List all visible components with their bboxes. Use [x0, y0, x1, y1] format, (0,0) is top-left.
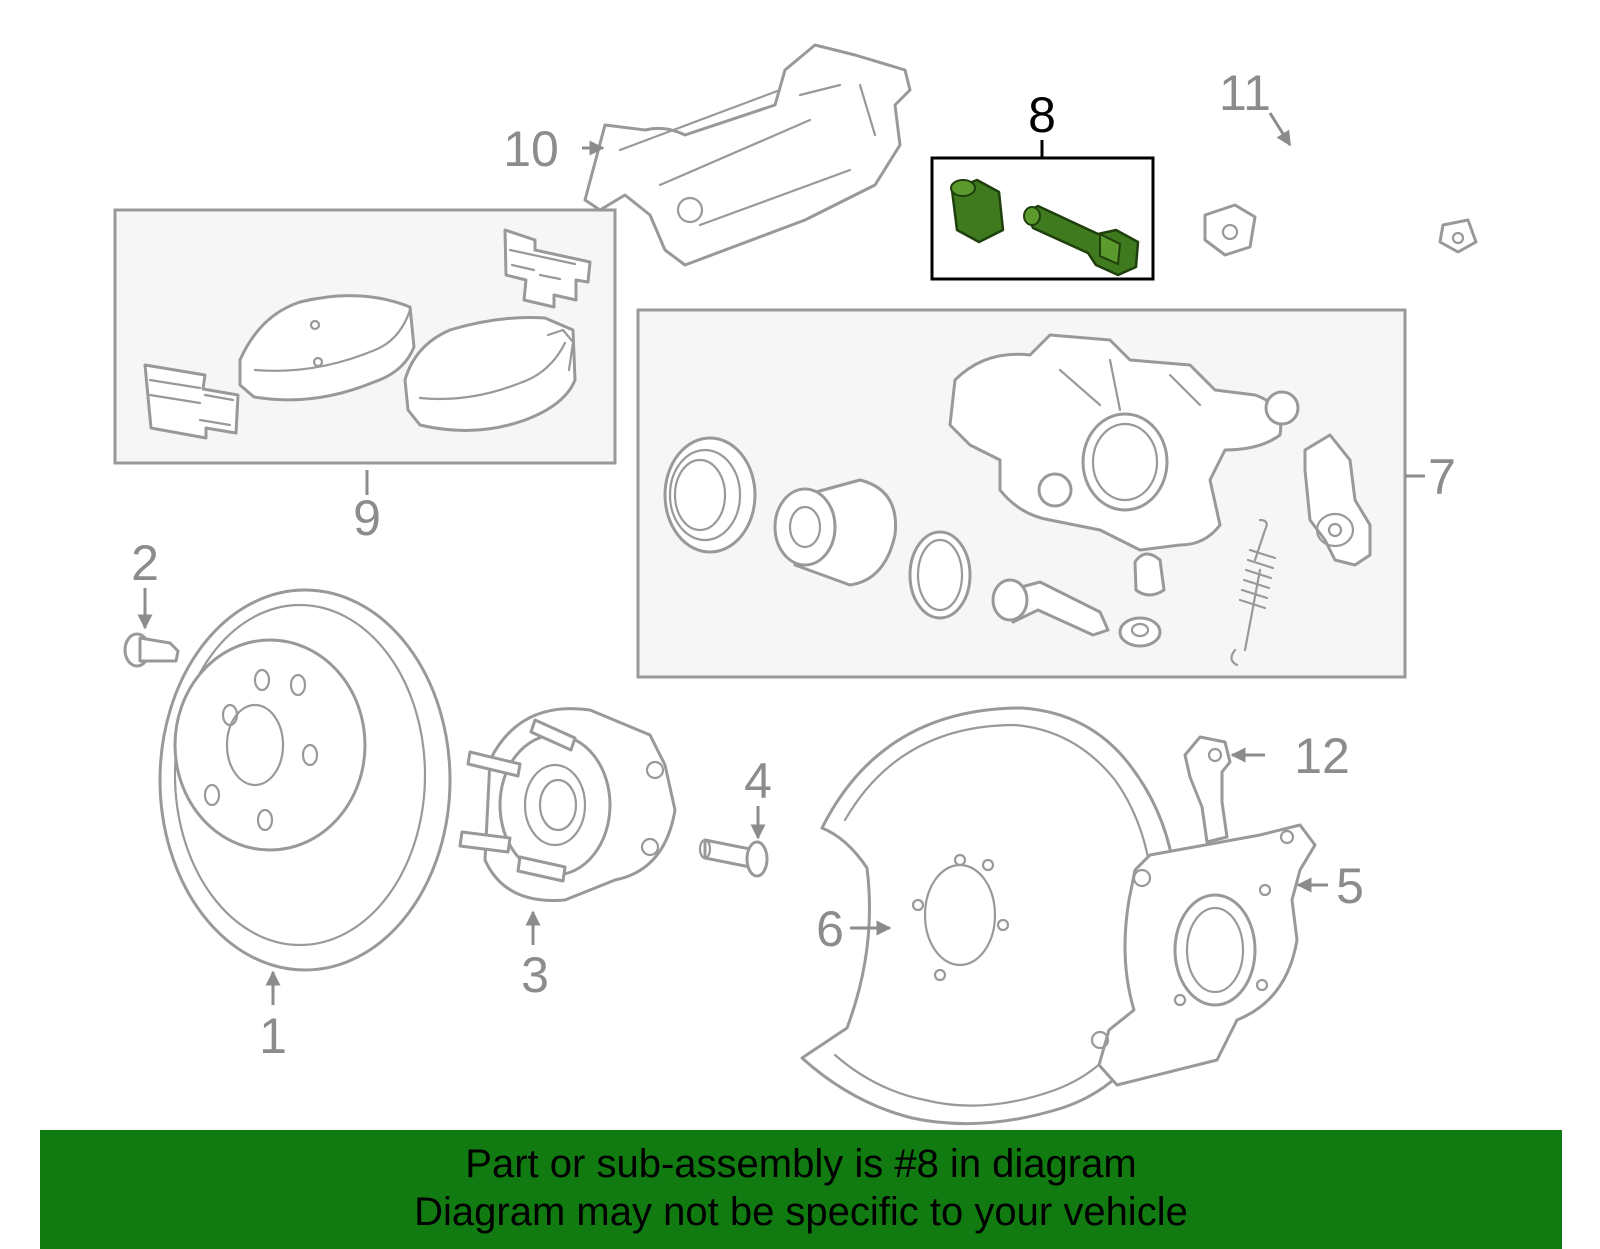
dust-shield-illustration — [800, 706, 1179, 1126]
leader-lines — [137, 112, 1425, 1005]
brake-pad-kit-group[interactable] — [113, 208, 617, 465]
callout-2[interactable]: 2 — [131, 535, 159, 591]
guide-pin-bolt-illustration — [1023, 204, 1140, 277]
hub-bolt-illustration — [698, 838, 769, 878]
callout-8[interactable]: 8 — [1028, 87, 1056, 143]
callout-1[interactable]: 1 — [259, 1008, 287, 1064]
caliper-assembly-group[interactable] — [636, 308, 1407, 679]
caliper-bracket-illustration — [583, 43, 912, 267]
callout-12[interactable]: 12 — [1294, 728, 1350, 784]
pad-clip-left-illustration — [143, 363, 240, 440]
brake-pad-inner-illustration — [238, 294, 416, 402]
callout-4[interactable]: 4 — [744, 753, 772, 809]
rotor-screw-illustration — [123, 632, 180, 668]
banner-line-disclaimer: Diagram may not be specific to your vehi… — [414, 1190, 1188, 1234]
info-banner: Part or sub-assembly is #8 in diagram Di… — [40, 1130, 1562, 1249]
spring-illustration — [1230, 518, 1277, 667]
brake-hose-illustration — [1203, 105, 1492, 257]
callout-11[interactable]: 11 — [1219, 65, 1271, 121]
bleeder-cap-illustration — [1118, 552, 1166, 648]
brake-pad-outer-illustration — [403, 316, 577, 432]
parking-brake-lever-illustration — [1303, 433, 1372, 567]
callout-3[interactable]: 3 — [521, 947, 549, 1003]
callout-9[interactable]: 9 — [353, 490, 381, 546]
piston-seal-illustration — [908, 530, 972, 620]
callout-6[interactable]: 6 — [816, 901, 844, 957]
guide-pin-boot-illustration — [950, 178, 1005, 244]
brake-rotor-illustration — [158, 588, 452, 972]
banner-line-part: Part or sub-assembly is #8 in diagram — [465, 1142, 1137, 1186]
callout-10[interactable]: 10 — [503, 121, 559, 177]
speed-sensor-illustration — [1183, 735, 1232, 844]
callout-7[interactable]: 7 — [1428, 449, 1456, 505]
guide-pin-kit-group[interactable] — [930, 140, 1155, 281]
bleeder-screw-illustration — [991, 578, 1110, 637]
piston-seal-boot-illustration — [663, 436, 757, 554]
callout-labels: 1 2 3 4 5 6 7 8 9 10 11 12 — [131, 65, 1456, 1064]
knuckle-bracket-illustration — [1090, 823, 1317, 1087]
caliper-housing-illustration — [948, 333, 1300, 552]
piston-illustration — [773, 478, 898, 587]
wheel-hub-illustration — [458, 707, 677, 902]
callout-5[interactable]: 5 — [1336, 858, 1364, 914]
pad-clip-right-illustration — [503, 228, 592, 309]
